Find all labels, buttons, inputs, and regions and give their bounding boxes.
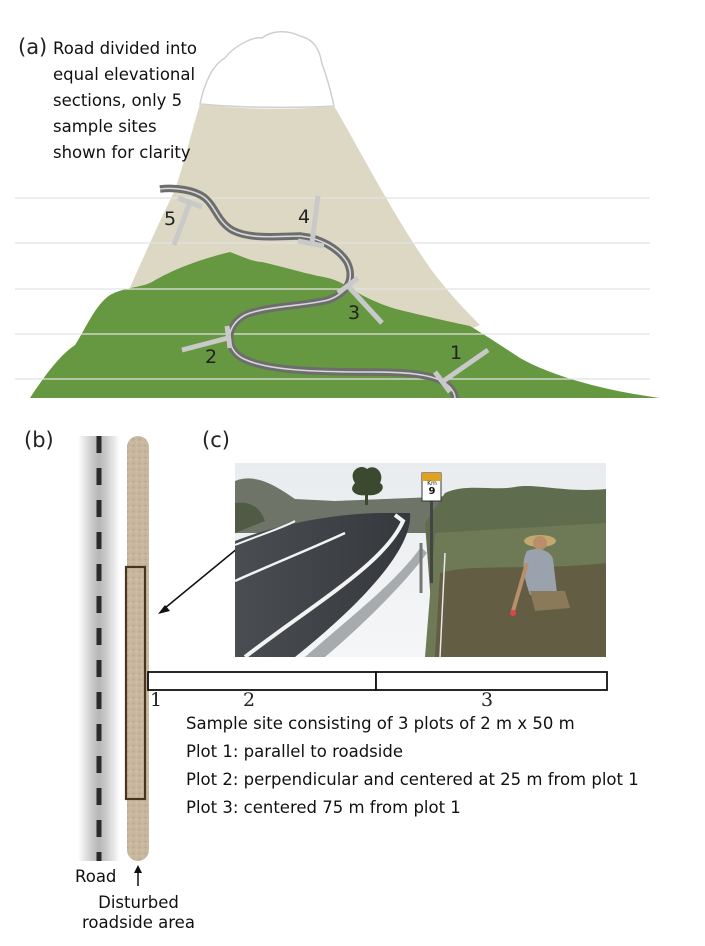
site-2-label: 2 <box>205 346 218 368</box>
roadside-label-line: roadside area <box>82 913 195 932</box>
description-line: Plot 3: centered 75 m from plot 1 <box>186 798 461 817</box>
panel-a-letter: (a) <box>18 35 48 59</box>
panel-a-caption-line: equal elevational <box>53 65 196 84</box>
sample-site-description: Sample site consisting of 3 plots of 2 m… <box>186 710 639 822</box>
panel-a-caption-line: shown for clarity <box>53 143 191 162</box>
description-line: Plot 1: parallel to roadside <box>186 742 403 761</box>
panel-a-caption-line: Road divided into <box>53 39 198 58</box>
plot-2-label: 2 <box>243 689 256 711</box>
plot-1-label: 1 <box>150 689 163 711</box>
panel-a-caption: Road divided into equal elevational sect… <box>53 36 197 166</box>
elevation-lines <box>15 197 650 380</box>
roadside-label-line: Disturbed <box>98 893 179 912</box>
panel-a-caption-line: sections, only 5 <box>53 91 183 110</box>
panel-a-caption-line: sample sites <box>53 117 157 136</box>
description-line: Plot 2: perpendicular and centered at 25… <box>186 770 639 789</box>
snow-cap <box>199 31 335 109</box>
plot-2-bar <box>147 671 377 691</box>
photo-pointer-arrow <box>164 547 239 609</box>
site-1-label: 1 <box>450 342 463 364</box>
description-title: Sample site consisting of 3 plots of 2 m… <box>186 714 575 733</box>
road-label: Road <box>75 867 117 886</box>
site-3-label: 3 <box>348 302 361 324</box>
plot-3-label: 3 <box>481 689 494 711</box>
site-2-marker <box>181 335 229 353</box>
sample-site-markers <box>171 195 490 394</box>
km-sign-number: 9 <box>428 486 436 497</box>
site-1-marker <box>440 347 490 385</box>
plot-1-outline <box>124 565 147 801</box>
roadside-strip <box>127 436 149 861</box>
km-sign-top: Km <box>427 480 437 487</box>
roadside-photo: Km 9 <box>235 463 606 657</box>
site-4-label: 4 <box>298 206 311 228</box>
site-5-marker <box>171 201 193 246</box>
site-3-marker <box>346 284 384 325</box>
panel-c-letter: (c) <box>202 428 230 452</box>
panel-b-letter: (b) <box>24 428 54 452</box>
road-center-line <box>159 187 456 399</box>
plot-3-bar <box>375 671 608 691</box>
roadside-label: Disturbed roadside area <box>82 893 195 933</box>
site-5-label: 5 <box>164 208 177 230</box>
site-4-marker <box>309 195 321 244</box>
